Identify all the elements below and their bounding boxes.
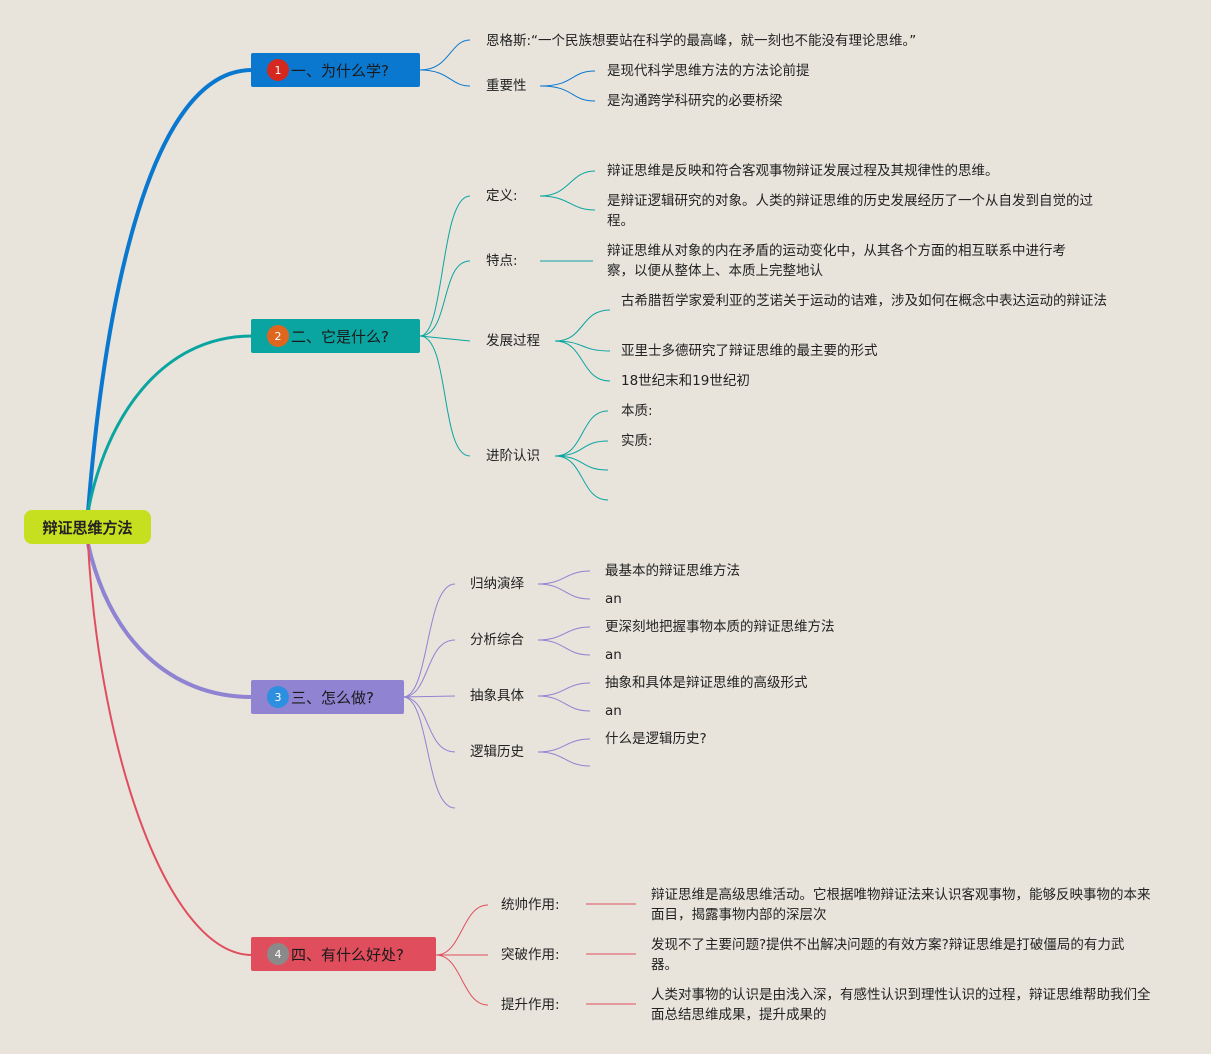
branch-label: 一、为什么学? — [291, 61, 389, 80]
branch-label: 四、有什么好处? — [291, 945, 404, 964]
node-method-item[interactable]: an — [605, 647, 622, 663]
node-method-item[interactable]: an — [605, 591, 622, 607]
node-method[interactable]: 逻辑历史 — [470, 744, 524, 760]
node-method-item[interactable]: 什么是逻辑历史? — [605, 731, 707, 747]
node-method[interactable]: 抽象具体 — [470, 688, 524, 704]
node-development-item[interactable]: 亚里士多德研究了辩证思维的最主要的形式 — [621, 343, 878, 359]
node-definition-item[interactable]: 是辩证逻辑研究的对象。人类的辩证思维的历史发展经历了一个从自发到自觉的过程。 — [607, 193, 1093, 229]
node-importance-item[interactable]: 是沟通跨学科研究的必要桥梁 — [607, 93, 783, 109]
node-method-item[interactable]: 最基本的辩证思维方法 — [605, 563, 740, 579]
node-definition-item[interactable]: 辩证思维是反映和符合客观事物辩证发展过程及其规律性的思维。 — [607, 163, 999, 179]
node-benefit[interactable]: 突破作用: — [501, 947, 560, 963]
node-advanced-item[interactable]: 实质: — [621, 433, 653, 449]
node-feature[interactable]: 特点: — [486, 253, 518, 269]
branch-benefits[interactable]: 4 四、有什么好处? — [251, 937, 436, 971]
node-development-item[interactable]: 18世纪末和19世纪初 — [621, 373, 750, 389]
node-development[interactable]: 发展过程 — [486, 333, 540, 349]
node-development-item[interactable]: 古希腊哲学家爱利亚的芝诺关于运动的诘难，涉及如何在概念中表达运动的辩证法 — [621, 293, 1107, 309]
node-method[interactable]: 分析综合 — [470, 632, 524, 648]
node-method-item[interactable]: an — [605, 703, 622, 719]
root-label: 辩证思维方法 — [42, 518, 133, 537]
node-advanced-item[interactable]: 本质: — [621, 403, 653, 419]
branch-why-learn[interactable]: 1 一、为什么学? — [251, 53, 420, 87]
number-badge-icon: 3 — [267, 686, 289, 708]
node-benefit[interactable]: 提升作用: — [501, 997, 560, 1013]
node-method[interactable]: 归纳演绎 — [470, 576, 524, 592]
number-badge-icon: 2 — [267, 325, 289, 347]
node-benefit-item[interactable]: 发现不了主要问题?提供不出解决问题的有效方案?辩证思维是打破僵局的有力武器。 — [651, 937, 1125, 973]
root-node[interactable]: 辩证思维方法 — [24, 510, 151, 544]
node-method-item[interactable]: 更深刻地把握事物本质的辩证思维方法 — [605, 619, 835, 635]
number-badge-icon: 4 — [267, 943, 289, 965]
node-advanced[interactable]: 进阶认识 — [486, 448, 540, 464]
node-engels-quote[interactable]: 恩格斯:“一个民族想要站在科学的最高峰，就一刻也不能没有理论思维。” — [486, 33, 917, 49]
number-badge-icon: 1 — [267, 59, 289, 81]
branch-how-to-do[interactable]: 3 三、怎么做? — [251, 680, 404, 714]
node-benefit-item[interactable]: 人类对事物的认识是由浅入深，有感性认识到理性认识的过程，辩证思维帮助我们全面总结… — [651, 987, 1151, 1023]
node-importance[interactable]: 重要性 — [486, 78, 527, 94]
branch-label: 二、它是什么? — [291, 327, 389, 346]
node-definition[interactable]: 定义: — [486, 188, 518, 204]
node-method-item[interactable]: 抽象和具体是辩证思维的高级形式 — [605, 675, 808, 691]
node-feature-item[interactable]: 辩证思维从对象的内在矛盾的运动变化中，从其各个方面的相互联系中进行考察，以便从整… — [607, 243, 1066, 279]
branch-label: 三、怎么做? — [291, 688, 374, 707]
branch-what-is-it[interactable]: 2 二、它是什么? — [251, 319, 420, 353]
node-benefit[interactable]: 统帅作用: — [501, 897, 560, 913]
node-importance-item[interactable]: 是现代科学思维方法的方法论前提 — [607, 63, 810, 79]
node-benefit-item[interactable]: 辩证思维是高级思维活动。它根据唯物辩证法来认识客观事物，能够反映事物的本来面目，… — [651, 887, 1151, 923]
